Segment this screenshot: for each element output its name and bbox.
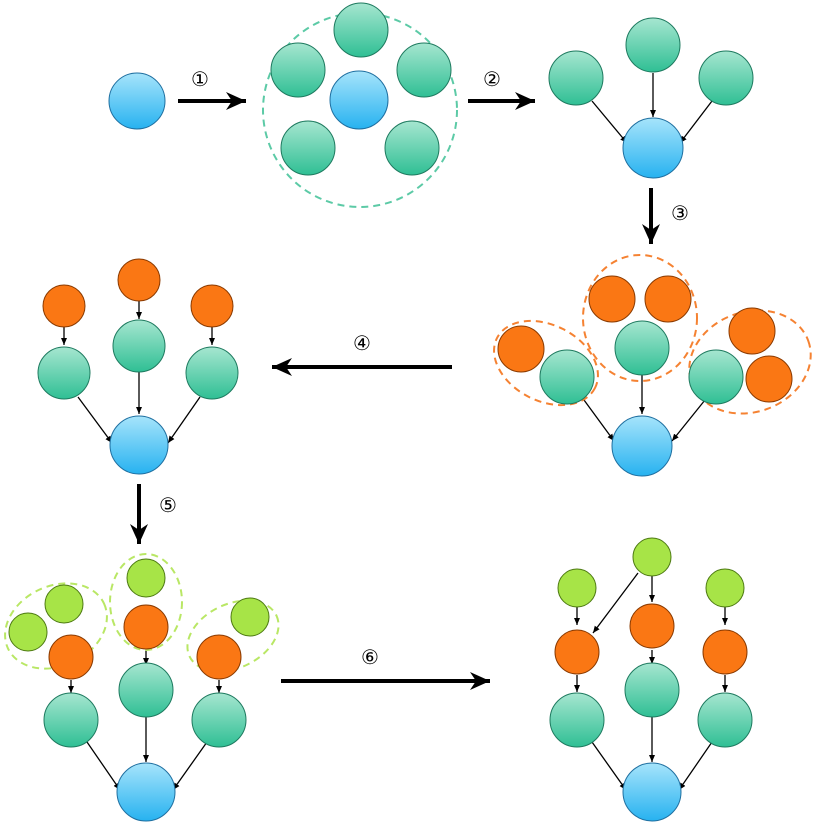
step-4-arrow: ④ — [272, 331, 452, 376]
orange-dashed-group — [493, 319, 599, 407]
stage-2-tree — [548, 17, 754, 179]
step-2-label: ② — [483, 67, 501, 91]
stage-1-cluster — [262, 2, 458, 208]
orange-dashed-group — [582, 254, 698, 382]
step-3-label: ③ — [671, 201, 689, 225]
lime-dashed-group — [186, 599, 280, 673]
step-6-label: ⑥ — [361, 645, 379, 669]
stage-0-node — [108, 72, 166, 130]
orange-dashed-group — [688, 309, 812, 415]
step-3-arrow: ③ — [642, 188, 689, 244]
step-5-arrow: ⑤ — [130, 484, 177, 544]
stage-6-tree — [549, 537, 753, 822]
lime-dashed-group — [109, 553, 183, 651]
step-2-arrow: ② — [468, 67, 535, 110]
step-1-label: ① — [191, 67, 209, 91]
step-6-arrow: ⑥ — [281, 645, 490, 690]
stage-5-tree — [4, 553, 280, 822]
stage-4-tree — [37, 258, 239, 475]
step-4-label: ④ — [353, 331, 371, 355]
step-5-label: ⑤ — [159, 493, 177, 517]
stage-3-tree — [493, 254, 812, 477]
step-1-arrow: ① — [178, 67, 246, 110]
